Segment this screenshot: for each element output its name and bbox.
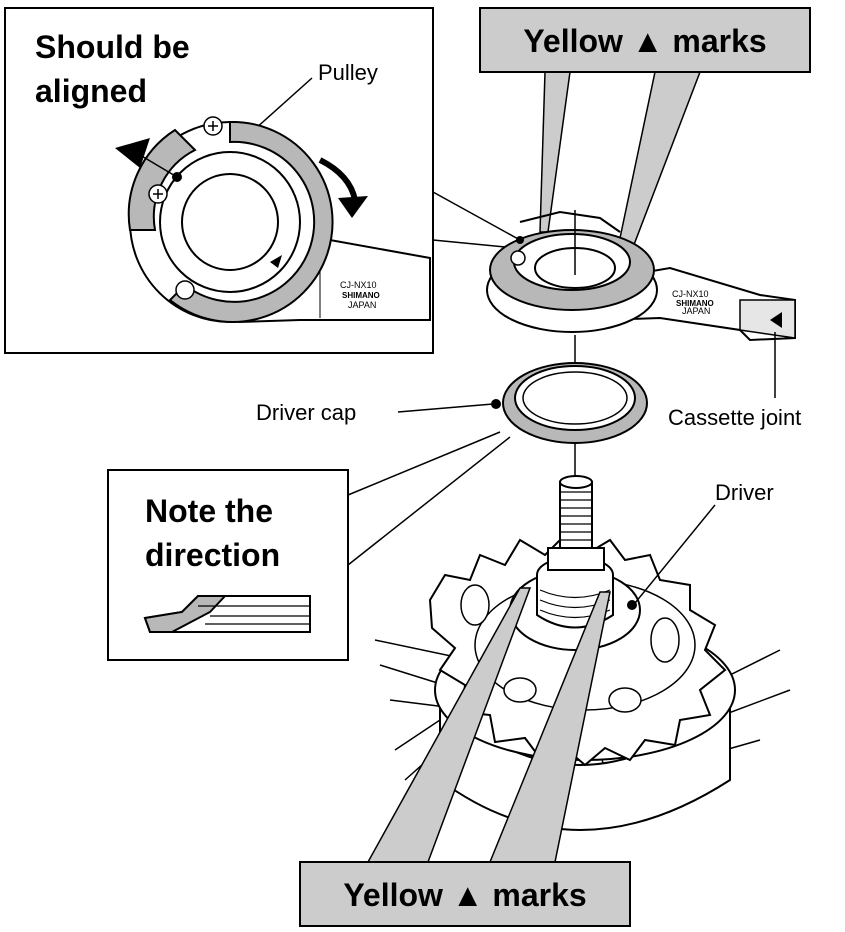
inset-tool-brand: SHIMANO (342, 291, 380, 300)
driver-cap (502, 362, 648, 444)
cassette-joint-label: Cassette joint (668, 405, 801, 430)
note-direction-line2: direction (145, 537, 280, 573)
driver-cap-label: Driver cap (256, 400, 356, 425)
pointer-triangle-icon (115, 138, 150, 168)
tool-brand: SHIMANO (676, 299, 714, 308)
yellow-marks-bottom-label: Yellow ▲ marks (343, 877, 586, 913)
driver-leader (634, 504, 716, 604)
direction-inset: Note the direction (107, 431, 511, 661)
yellow-marks-top-label: Yellow ▲ marks (523, 23, 766, 59)
inset-pulley (127, 116, 334, 323)
tool-model: CJ-NX10 (672, 289, 709, 299)
should-be-aligned-line2: aligned (35, 73, 147, 109)
yellow-marks-top-callout: Yellow ▲ marks (479, 7, 811, 277)
pulley-label: Pulley (318, 60, 378, 85)
cassette-joint-assembly: CJ-NX10 SHIMANO JAPAN (486, 210, 796, 342)
driver-cap-leader (397, 403, 494, 413)
note-direction-line1: Note the (145, 493, 273, 529)
inset-tool-country: JAPAN (348, 300, 376, 310)
inset-tool-model: CJ-NX10 (340, 280, 377, 290)
tool-country: JAPAN (682, 306, 710, 316)
alignment-inset: Should be aligned Pulley CJ-NX10 SHIMANO… (4, 7, 434, 354)
rotation-arrow-icon (318, 157, 358, 201)
driver-label: Driver (715, 480, 774, 505)
yellow-marks-bottom-callout: Yellow ▲ marks (299, 587, 631, 927)
alignment-triangle-icon (270, 255, 282, 268)
should-be-aligned-line1: Should be (35, 29, 190, 65)
hub-assembly (374, 475, 791, 831)
cap-profile-icon (143, 595, 228, 633)
